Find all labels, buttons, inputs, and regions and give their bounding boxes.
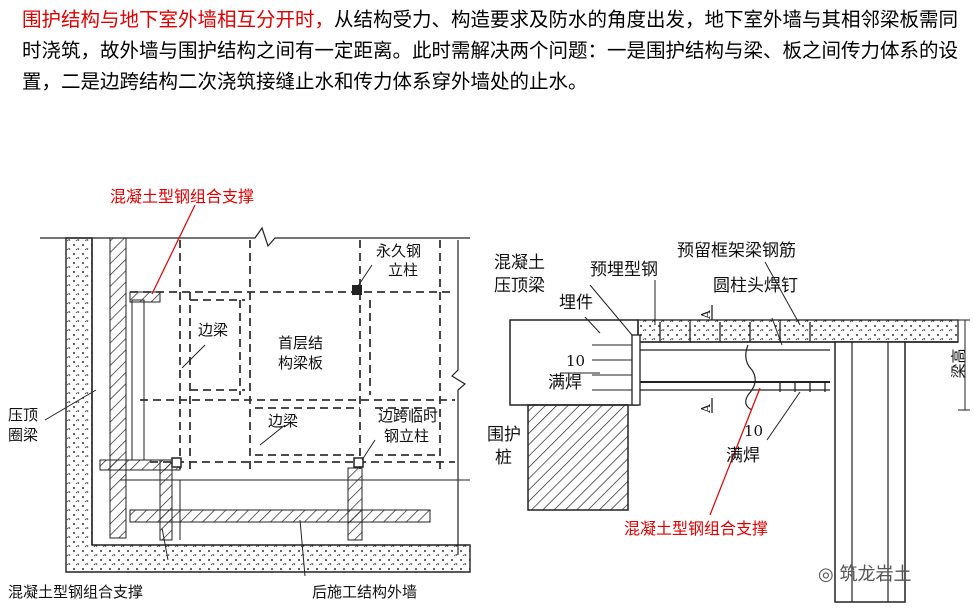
intro-paragraph: 围护结构与地下室外墙相互分开时，从结构受力、构造要求及防水的角度出发，地下室外墙… bbox=[22, 4, 962, 97]
label-r-crown-beam-1: 混凝土 bbox=[494, 253, 545, 273]
watermark: ◎ 筑龙岩土 bbox=[818, 560, 911, 586]
right-callout-bottom: 混凝土型钢组合支撑 bbox=[624, 519, 769, 538]
label-crown-beam-1: 压顶 bbox=[8, 406, 39, 424]
label-first-floor-2: 构梁板 bbox=[278, 354, 324, 372]
label-full-weld-1: 满焊 bbox=[548, 373, 582, 393]
label-edge-beam-2: 边梁 bbox=[268, 412, 299, 430]
label-retaining-pile-2: 桩 bbox=[495, 448, 512, 468]
callout-leader-bottom bbox=[709, 387, 761, 516]
right-figure bbox=[509, 261, 970, 603]
label-full-weld-2: 满焊 bbox=[726, 446, 760, 466]
label-temp-column-2: 钢立柱 bbox=[384, 427, 430, 445]
left-figure bbox=[40, 204, 471, 577]
label-crown-beam-2: 圈梁 bbox=[8, 426, 39, 444]
label-stud: 圆柱头焊钉 bbox=[713, 276, 798, 296]
label-retaining-pile-1: 围护 bbox=[487, 425, 521, 445]
label-section-a-bottom: A bbox=[698, 404, 713, 413]
label-beam-height: 梁高 bbox=[949, 348, 968, 379]
label-edge-beam-1: 边梁 bbox=[198, 321, 229, 339]
label-permanent-column-1: 永久钢 bbox=[376, 242, 422, 260]
label-embedded-part: 埋件 bbox=[559, 293, 593, 313]
label-section-a-top: A bbox=[698, 310, 713, 319]
wechat-icon: ◎ bbox=[818, 564, 834, 585]
label-embedded-steel: 预埋型钢 bbox=[590, 260, 658, 280]
left-callout-top: 混凝土型钢组合支撑 bbox=[110, 187, 255, 206]
intro-highlight: 围护结构与地下室外墙相互分开时， bbox=[22, 8, 335, 31]
label-reserved-rebar: 预留框架梁钢筋 bbox=[677, 241, 796, 261]
label-bottom-support: 混凝土型钢组合支撑 bbox=[8, 583, 144, 601]
label-weld-size-1: 10 bbox=[566, 352, 586, 370]
permanent-column-marker bbox=[352, 285, 362, 295]
label-permanent-column-2: 立柱 bbox=[388, 261, 419, 279]
label-r-crown-beam-2: 压顶梁 bbox=[494, 276, 545, 296]
watermark-text: 筑龙岩土 bbox=[839, 564, 912, 585]
label-first-floor-1: 首层结 bbox=[278, 334, 324, 352]
label-temp-column-1: 边跨临时 bbox=[378, 407, 439, 425]
callout-leader-top bbox=[151, 204, 196, 295]
label-weld-size-2: 10 bbox=[744, 422, 764, 440]
intro-text: 从结构受力、构造要求及防水的角度出发，地下室外墙与其相邻梁板需同时浇筑，故外墙与… bbox=[22, 8, 959, 93]
label-outer-wall: 后施工结构外墙 bbox=[312, 583, 418, 601]
